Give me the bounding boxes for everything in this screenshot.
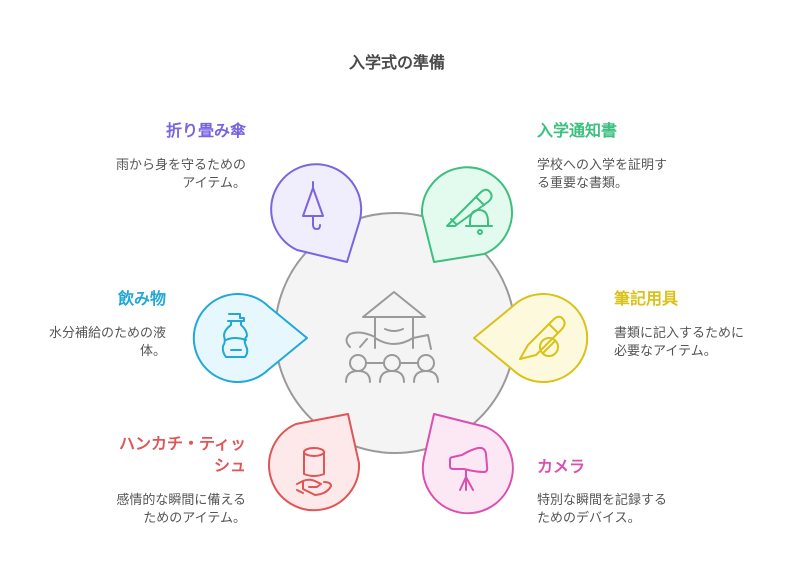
desc-notice-line1: 学校への入学を証明す	[537, 158, 668, 173]
desc-drink: 水分補給のための液 体。	[20, 325, 166, 361]
drop-umbrella[interactable]	[270, 163, 363, 263]
desc-notice-line2: る重要な書類。	[537, 176, 629, 191]
drop-drink[interactable]	[192, 293, 308, 383]
desc-camera-line2: ためのデバイス。	[537, 511, 641, 526]
drop-tissue[interactable]	[268, 413, 361, 512]
desc-tissue-line2: ためのアイテム。	[143, 511, 246, 526]
pencil-eraser-icon	[519, 315, 566, 360]
desc-camera-line1: 特別な瞬間を記録する	[537, 493, 668, 508]
desc-tissue-line1: 感情的な瞬間に備える	[116, 493, 246, 508]
graduation-ceremony-icon	[345, 291, 439, 383]
label-drink: 飲み物	[117, 289, 166, 308]
label-tissue: ハンカチ・ティッ シュ	[60, 433, 246, 477]
drop-camera[interactable]	[421, 413, 514, 515]
desc-stationery-line1: 書類に記入するために	[614, 326, 745, 341]
pencil-bell-icon	[446, 188, 493, 235]
desc-tissue: 感情的な瞬間に備える ためのアイテム。	[60, 492, 246, 528]
desc-umbrella-line2: アイテム。	[182, 176, 246, 191]
umbrella-icon	[302, 181, 324, 230]
desc-umbrella-line1: 雨から身を守るための	[115, 158, 246, 173]
desc-drink-line1: 水分補給のための液	[48, 326, 166, 341]
diagram-title: 入学式の準備	[348, 53, 445, 72]
drop-notice[interactable]	[420, 166, 513, 263]
label-tissue-line2: シュ	[213, 456, 246, 475]
label-notice: 入学通知書	[537, 121, 618, 140]
desc-umbrella: 雨から身を守るための アイテム。	[60, 157, 246, 193]
label-umbrella: 折り畳み傘	[165, 121, 246, 140]
desc-notice: 学校への入学を証明す る重要な書類。	[537, 157, 737, 193]
drop-stationery[interactable]	[473, 293, 589, 383]
hand-holding-cylinder-icon	[296, 447, 332, 496]
desc-stationery: 書類に記入するために 必要なアイテム。	[614, 325, 789, 361]
desc-drink-line2: 体。	[139, 344, 166, 359]
bottle-icon	[221, 313, 249, 358]
desc-stationery-line2: 必要なアイテム。	[614, 344, 717, 359]
desc-camera: 特別な瞬間を記録する ためのデバイス。	[537, 492, 737, 528]
label-camera: カメラ	[537, 457, 586, 476]
label-stationery: 筆記用具	[614, 289, 679, 308]
label-tissue-line1: ハンカチ・ティッ	[118, 434, 246, 453]
camera-tripod-icon	[449, 446, 489, 491]
